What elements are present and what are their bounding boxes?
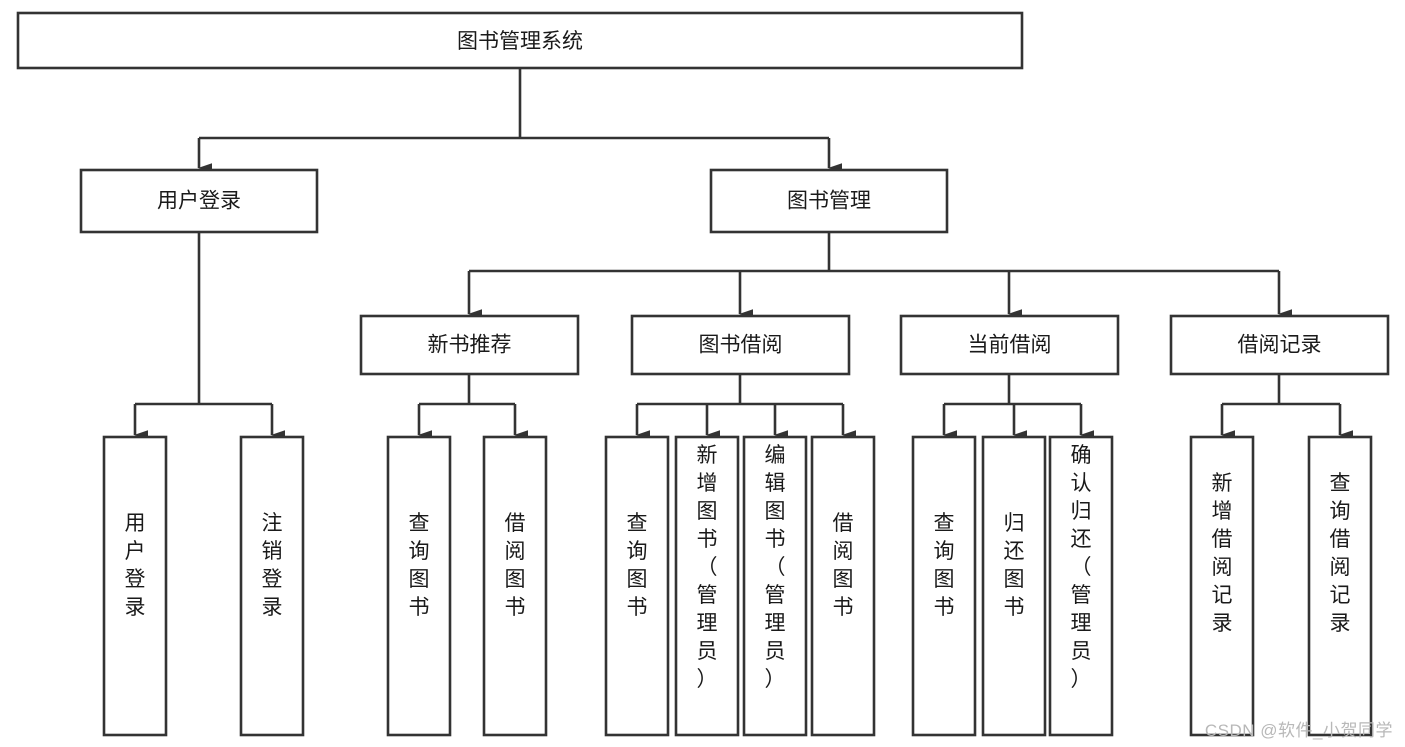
leaf-query-book-1-label: 查询图书	[409, 512, 430, 619]
node-book-manage-box[interactable]	[709, 168, 949, 234]
node-root[interactable]: 图书管理系统	[16, 11, 1024, 70]
leaf-user-login-box[interactable]	[102, 435, 168, 737]
node-user-login-label: 用户登录	[157, 190, 241, 213]
leaf-borrow-book-2[interactable]: 借阅图书	[810, 435, 876, 737]
connector-group	[133, 68, 1353, 440]
leaf-user-login-label: 用户登录	[125, 512, 146, 619]
leaf-add-borrow-record-label: 新增借阅记录	[1212, 472, 1233, 635]
leaf-query-borrow-record-label: 查询借阅记录	[1330, 472, 1351, 635]
node-book-borrow-box[interactable]	[630, 314, 851, 376]
leaf-borrow-book-1-label: 借阅图书	[505, 512, 526, 619]
leaf-query-book-2[interactable]: 查询图书	[604, 435, 670, 737]
node-current-borrow-label: 当前借阅	[968, 334, 1052, 357]
node-new-book-recommend[interactable]: 新书推荐	[359, 314, 580, 376]
node-user-login-box[interactable]	[79, 168, 319, 234]
node-borrow-record-label: 借阅记录	[1238, 334, 1322, 357]
leaf-add-borrow-record[interactable]: 新增借阅记录	[1189, 435, 1255, 737]
leaf-query-book-3[interactable]: 查询图书	[911, 435, 977, 737]
leaf-query-book-1[interactable]: 查询图书	[386, 435, 452, 737]
leaf-query-book-2-box[interactable]	[604, 435, 670, 737]
leaf-confirm-return-admin-label: 确认归还（管理员）	[1071, 444, 1092, 691]
leaf-edit-book-admin-label: 编辑图书（管理员）	[765, 444, 786, 691]
node-book-manage[interactable]: 图书管理	[709, 168, 949, 234]
leaf-query-book-2-label: 查询图书	[627, 512, 648, 619]
node-borrow-record[interactable]: 借阅记录	[1169, 314, 1390, 376]
leaf-borrow-book-2-label: 借阅图书	[833, 512, 854, 619]
leaf-logout-label: 注销登录	[262, 512, 283, 619]
node-borrow-record-box[interactable]	[1169, 314, 1390, 376]
leaf-node-group: 用户登录 注销登录 查询图书 借阅图书 查询图书 新增图书（管理员）	[102, 435, 1373, 737]
leaf-query-borrow-record[interactable]: 查询借阅记录	[1307, 435, 1373, 737]
leaf-query-book-3-label: 查询图书	[934, 512, 955, 619]
leaf-add-book-admin-box[interactable]	[674, 435, 740, 737]
leaf-edit-book-admin[interactable]: 编辑图书（管理员）	[742, 435, 808, 737]
node-new-book-recommend-box[interactable]	[359, 314, 580, 376]
node-root-box[interactable]	[16, 11, 1024, 70]
leaf-confirm-return-admin-box[interactable]	[1048, 435, 1114, 737]
leaf-return-book-label: 归还图书	[1004, 512, 1025, 619]
leaf-logout[interactable]: 注销登录	[239, 435, 305, 737]
leaf-borrow-book-1[interactable]: 借阅图书	[482, 435, 548, 737]
leaf-add-book-admin[interactable]: 新增图书（管理员）	[674, 435, 740, 737]
leaf-add-book-admin-label: 新增图书（管理员）	[697, 444, 718, 691]
leaf-query-borrow-record-box[interactable]	[1307, 435, 1373, 737]
node-root-label: 图书管理系统	[457, 30, 583, 53]
leaf-query-book-1-box[interactable]	[386, 435, 452, 737]
leaf-return-book-box[interactable]	[981, 435, 1047, 737]
leaf-edit-book-admin-box[interactable]	[742, 435, 808, 737]
leaf-add-borrow-record-box[interactable]	[1189, 435, 1255, 737]
leaf-borrow-book-1-box[interactable]	[482, 435, 548, 737]
node-book-manage-label: 图书管理	[787, 190, 871, 213]
leaf-query-book-3-box[interactable]	[911, 435, 977, 737]
leaf-borrow-book-2-box[interactable]	[810, 435, 876, 737]
leaf-return-book[interactable]: 归还图书	[981, 435, 1047, 737]
csdn-watermark: CSDN @软件_小贺同学	[1204, 721, 1393, 740]
node-book-borrow-label: 图书借阅	[699, 334, 783, 357]
node-new-book-recommend-label: 新书推荐	[428, 334, 512, 357]
leaf-user-login[interactable]: 用户登录	[102, 435, 168, 737]
node-book-borrow[interactable]: 图书借阅	[630, 314, 851, 376]
leaf-logout-box[interactable]	[239, 435, 305, 737]
node-user-login[interactable]: 用户登录	[79, 168, 319, 234]
node-current-borrow[interactable]: 当前借阅	[899, 314, 1120, 376]
leaf-confirm-return-admin[interactable]: 确认归还（管理员）	[1048, 435, 1114, 737]
node-current-borrow-box[interactable]	[899, 314, 1120, 376]
